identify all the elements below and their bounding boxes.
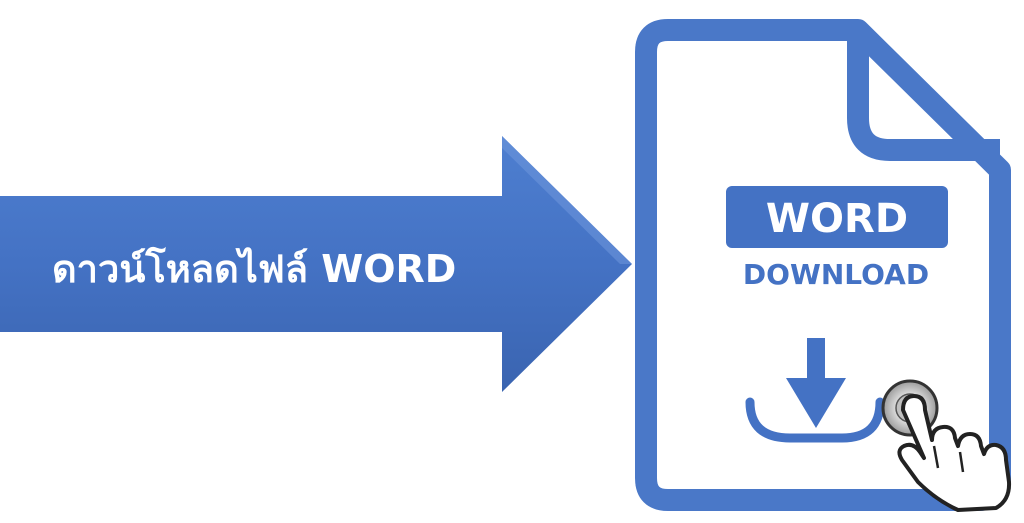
download-icon[interactable]: [745, 338, 885, 443]
download-subtitle: DOWNLOAD: [743, 258, 929, 291]
file-fold-corner: [847, 30, 1000, 161]
word-badge: [726, 186, 948, 248]
arrow-label: ดาวน์โหลดไฟล์ WORD: [52, 246, 456, 291]
download-tray: [745, 397, 885, 443]
hand-pointer-icon: [881, 379, 1012, 512]
arrow-banner[interactable]: ดาวน์โหลดไฟล์ WORD: [0, 136, 632, 392]
word-badge-label: WORD: [766, 196, 908, 242]
hand-finger-line-1: [932, 445, 940, 469]
download-arrow-head: [786, 378, 846, 428]
file-icon[interactable]: WORD DOWNLOAD: [635, 19, 1011, 511]
arrow-highlight: [502, 136, 632, 264]
hand-finger-line-2: [958, 451, 965, 473]
hand-shape: [897, 394, 1012, 512]
arrow-shape: [0, 136, 632, 392]
